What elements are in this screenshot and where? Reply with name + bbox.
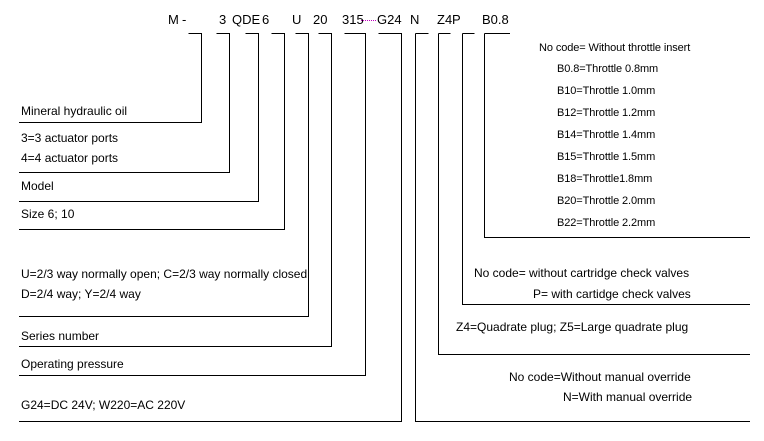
label-voltage: G24=DC 24V; W220=AC 220V <box>21 398 186 412</box>
check-option: No code= without cartridge check valves <box>474 266 690 280</box>
throttle-option: B18=Throttle1.8mm <box>557 173 653 185</box>
line-ports <box>19 33 230 173</box>
code-315: 315 <box>342 12 364 27</box>
label-symbol-1: U=2/3 way normally open; C=2/3 way norma… <box>21 267 308 281</box>
code-p: P <box>452 12 461 27</box>
line-model <box>19 33 259 202</box>
line-pressure <box>19 33 366 376</box>
label-size: Size 6; 10 <box>21 207 75 221</box>
throttle-option: B10=Throttle 1.0mm <box>557 85 656 97</box>
check-option: P= with cartidge check valves <box>533 287 691 301</box>
code-m: M <box>168 12 179 27</box>
plug-option: Z4=Quadrate plug; Z5=Large quadrate plug <box>456 320 689 334</box>
code-20: 20 <box>313 12 328 27</box>
throttle-option: No code= Without throttle insert <box>539 42 691 54</box>
label-ports-4: 4=4 actuator ports <box>21 151 119 165</box>
throttle-option: B0.8=Throttle 0.8mm <box>557 63 659 75</box>
code-6: 6 <box>262 12 270 27</box>
label-pressure: Operating pressure <box>21 357 124 371</box>
override-option: No code=Without manual override <box>509 370 691 384</box>
code-b08: B0.8 <box>482 12 509 27</box>
throttle-option: B12=Throttle 1.2mm <box>557 107 656 119</box>
line-fluid <box>19 33 202 123</box>
dotted-separator <box>361 20 376 21</box>
code-z4: Z4 <box>437 12 453 27</box>
throttle-option: B20=Throttle 2.0mm <box>557 195 656 207</box>
line-voltage <box>19 33 402 422</box>
code-qde: QDE <box>232 12 261 27</box>
label-fluid: Mineral hydraulic oil <box>21 104 128 118</box>
label-series: Series number <box>21 329 100 343</box>
code-3: 3 <box>219 12 227 27</box>
label-symbol-2: D=2/4 way; Y=2/4 way <box>21 287 141 301</box>
line-symbol <box>19 33 309 317</box>
line-size <box>19 33 285 230</box>
override-option: N=With manual override <box>563 390 693 404</box>
code-n: N <box>410 12 420 27</box>
line-throttle <box>484 33 750 238</box>
line-check <box>462 33 750 305</box>
code-u: U <box>292 12 302 27</box>
line-series <box>19 33 332 347</box>
code-g24: G24 <box>377 12 402 27</box>
line-override <box>415 33 750 422</box>
line-plug <box>438 33 750 355</box>
label-ports-3: 3=3 actuator ports <box>21 131 119 145</box>
label-model: Model <box>21 179 54 193</box>
throttle-option: B14=Throttle 1.4mm <box>557 129 656 141</box>
throttle-option: B22=Throttle 2.2mm <box>557 217 656 229</box>
throttle-option: B15=Throttle 1.5mm <box>557 151 656 163</box>
code-dash: - <box>182 12 187 27</box>
